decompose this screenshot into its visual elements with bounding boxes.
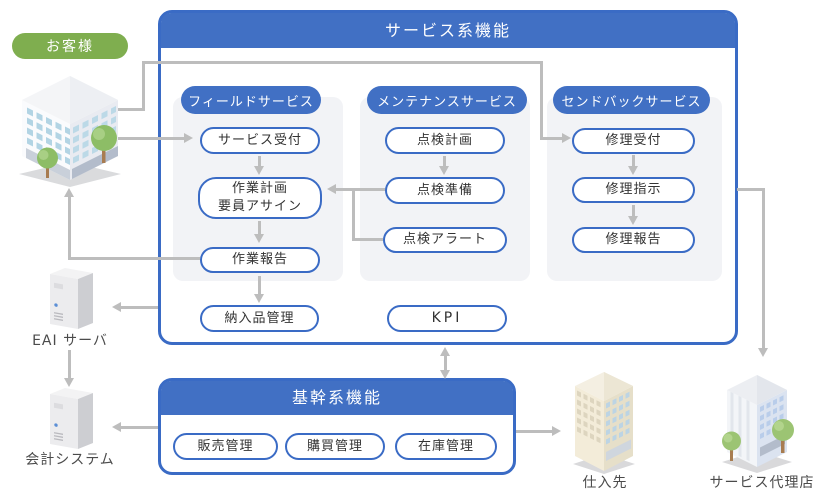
arrow-work-report-to-delivery-segment [258, 276, 261, 296]
arrow-repair-reception-to-instruction-arrowhead [628, 166, 638, 175]
kpi-pill: KPI [387, 305, 507, 332]
connector-core-to-supplier-segment [516, 430, 553, 433]
connector-service-to-agency-arrowhead [758, 348, 768, 357]
connector-work-report-to-customer-segment [69, 257, 200, 260]
agency-building-icon [722, 375, 794, 473]
eai-server-label: EAI サーバ [32, 333, 108, 349]
connector-customer-to-repair-segment [540, 61, 543, 140]
inspection-plan-pill: 点検計画 [385, 127, 505, 154]
agency-label: サービス代理店 [709, 475, 815, 491]
connector-customer-to-service-reception-segment [118, 137, 185, 140]
inventory-management-pill: 在庫管理 [395, 433, 497, 460]
repair-reception-pill: 修理受付 [572, 128, 695, 154]
connector-customer-to-repair-arrowhead [562, 133, 571, 143]
connector-inspection-alert-join-segment [352, 238, 383, 241]
repair-report-pill: 修理報告 [572, 227, 695, 253]
arrow-repair-instruction-to-report-segment [632, 205, 635, 218]
arrow-inspection-plan-to-prep-arrowhead [439, 166, 449, 175]
connector-service-to-agency-segment [737, 188, 765, 191]
work-plan-assign-pill: 作業計画 要員アサイン [198, 177, 322, 219]
connector-core-to-accounting-segment [121, 426, 158, 429]
arrow-work-report-to-delivery-arrowhead [254, 294, 264, 303]
customer-building-icon [19, 76, 121, 187]
supplier-label: 仕入先 [582, 475, 628, 491]
connector-inspection-prep-to-work-plan-segment [336, 188, 385, 191]
customer-badge: お客様 [12, 33, 128, 59]
supplier-building-icon [573, 372, 635, 474]
arrow-service-reception-to-work-plan-arrowhead [254, 166, 264, 175]
connector-service-core-up-arrowhead [440, 347, 450, 356]
maintenance-service-header: メンテナンスサービス [367, 86, 527, 114]
connector-customer-to-service-reception-arrowhead [184, 133, 193, 143]
connector-work-report-to-customer-arrowhead [64, 188, 74, 197]
purchase-management-pill: 購買管理 [285, 433, 385, 460]
connector-service-to-eai-arrowhead [112, 302, 121, 312]
connector-inspection-prep-to-work-plan-arrowhead [327, 184, 336, 194]
connector-service-to-eai-segment [121, 306, 158, 309]
arrow-service-reception-to-work-plan-segment [258, 156, 261, 168]
eai-server-icon [50, 268, 93, 329]
arrow-inspection-plan-to-prep-segment [443, 156, 446, 168]
arrow-work-plan-to-work-report-segment [258, 221, 261, 236]
repair-instruction-pill: 修理指示 [572, 177, 695, 203]
connector-core-to-supplier-arrowhead [552, 426, 561, 436]
inspection-prep-pill: 点検準備 [385, 177, 505, 204]
core-functions-box: 基幹系機能 [158, 378, 516, 475]
connector-service-to-agency-segment [762, 188, 765, 349]
arrow-work-plan-to-work-report-arrowhead [254, 234, 264, 243]
core-functions-title: 基幹系機能 [161, 381, 513, 415]
field-service-header: フィールドサービス [181, 86, 321, 114]
accounting-system-label: 会計システム [25, 452, 115, 468]
connector-work-report-to-customer-segment [68, 196, 71, 260]
connector-customer-to-repair-segment [540, 137, 563, 140]
connector-customer-to-repair-segment [118, 108, 145, 111]
connector-eai-to-accounting-segment [68, 350, 71, 379]
connector-core-to-accounting-arrowhead [112, 422, 121, 432]
connector-service-core-down-arrowhead [440, 370, 450, 379]
connector-service-core-bidirectional-segment [444, 355, 447, 371]
inspection-alert-pill: 点検アラート [383, 227, 507, 253]
connector-inspection-alert-join-segment [352, 188, 355, 241]
arrow-repair-instruction-to-report-arrowhead [628, 216, 638, 225]
service-reception-pill: サービス受付 [200, 127, 320, 154]
sendback-service-header: センドバックサービス [553, 86, 710, 114]
connector-eai-to-accounting-arrowhead [64, 378, 74, 387]
sales-management-pill: 販売管理 [173, 433, 278, 460]
service-functions-title: サービス系機能 [161, 13, 735, 48]
connector-customer-to-repair-segment [142, 61, 145, 111]
delivery-management-pill: 納入品管理 [200, 305, 319, 332]
work-report-pill: 作業報告 [200, 247, 320, 273]
connector-customer-to-repair-segment [142, 61, 543, 64]
arrow-repair-reception-to-instruction-segment [632, 155, 635, 168]
accounting-server-icon [50, 388, 93, 449]
